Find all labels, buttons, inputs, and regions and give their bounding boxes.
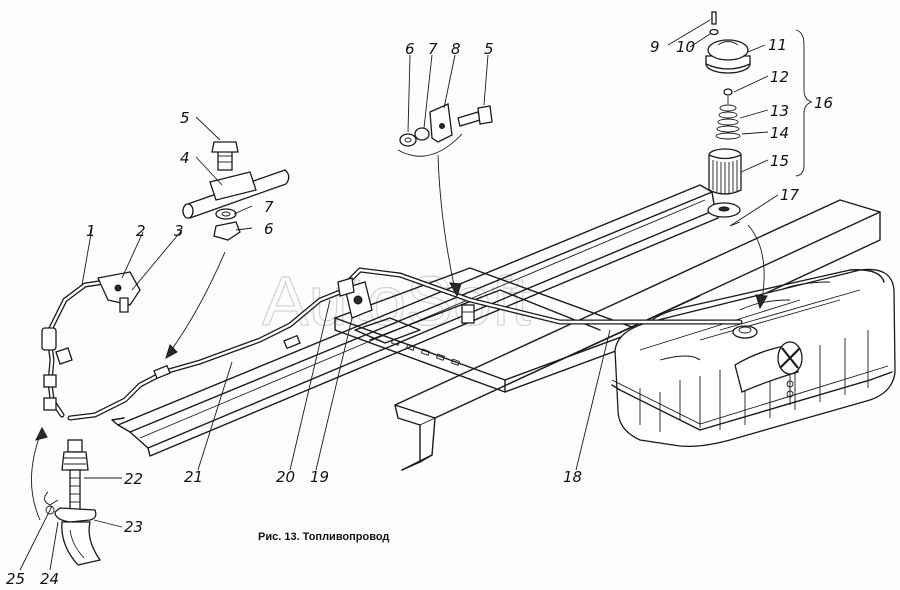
- callout-10: 10: [676, 38, 695, 56]
- callout-5-clamp: 5: [180, 109, 190, 127]
- callout-14: 14: [770, 124, 789, 142]
- fuel-pipe-front: [41, 271, 141, 418]
- callout-11: 11: [768, 36, 787, 54]
- filter-assembly: [705, 11, 813, 310]
- fuel-pipe-main: [67, 267, 743, 421]
- callout-23: 23: [124, 518, 143, 536]
- callout-17: 17: [780, 186, 800, 204]
- callout-1: 1: [86, 222, 96, 240]
- callout-24: 24: [40, 570, 59, 588]
- pipe-bracket: [337, 277, 373, 319]
- callout-12: 12: [770, 68, 789, 86]
- callout-19: 19: [310, 468, 329, 486]
- callout-6-bracket: 6: [405, 40, 415, 58]
- callout-labels: 1 2 3 4 5 7 6 6 7 8 5 9 10 11 12 16 13 1…: [6, 36, 833, 588]
- callout-8: 8: [451, 40, 461, 58]
- callout-20: 20: [276, 468, 295, 486]
- callout-6-clamp: 6: [264, 220, 274, 238]
- callout-18: 18: [563, 468, 582, 486]
- callout-22: 22: [124, 470, 143, 488]
- fuel-tank: [611, 268, 896, 448]
- callout-3: 3: [174, 222, 184, 240]
- callout-leaders: [19, 19, 779, 571]
- fitting-detail: [31, 426, 102, 566]
- figure-caption: Рис. 13. Топливопровод: [258, 531, 389, 543]
- callout-5-bracket: 5: [484, 40, 494, 58]
- pipe-clips-side-member: [153, 334, 301, 380]
- callout-4: 4: [180, 149, 190, 167]
- bracket-detail: [397, 103, 493, 298]
- clamp-detail: [165, 141, 290, 360]
- callout-25: 25: [6, 570, 25, 588]
- callout-15: 15: [770, 152, 789, 170]
- pipe-clip-cross-member: [461, 304, 475, 324]
- callout-7-clamp: 7: [264, 198, 274, 216]
- frame-right-rail: [394, 199, 881, 471]
- callout-2: 2: [136, 222, 146, 240]
- callout-21: 21: [184, 468, 203, 486]
- callout-9: 9: [650, 38, 660, 56]
- callout-13: 13: [770, 102, 789, 120]
- callout-16: 16: [814, 94, 833, 112]
- callout-7-bracket: 7: [428, 40, 438, 58]
